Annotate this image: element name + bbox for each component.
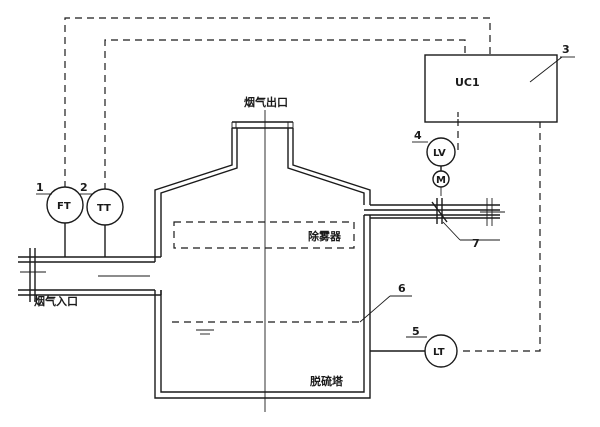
signal-line-ft (64, 17, 491, 188)
controller-box (424, 54, 558, 123)
demister-label: 除雾器 (308, 229, 342, 243)
controller-label: UC1 (455, 76, 480, 89)
inlet-duct (18, 240, 162, 302)
callout-2: 2 (80, 181, 88, 194)
signal-line-tt (104, 39, 466, 190)
valve-label: LV (433, 148, 446, 159)
flue-gas-outlet-label: 烟气出口 (244, 95, 288, 109)
valve-bubble (426, 137, 456, 167)
callout-1: 1 (36, 181, 44, 194)
level-transmitter-label: LT (433, 347, 445, 358)
demister-box (173, 221, 355, 249)
right-pipe (364, 186, 505, 226)
tower-label: 脱硫塔 (310, 374, 344, 388)
callout-7: 7 (472, 237, 480, 250)
temp-transmitter-bubble (86, 188, 124, 226)
motor-label: M (436, 175, 446, 186)
callout-5: 5 (412, 325, 420, 338)
tower-vessel (154, 110, 371, 412)
callout-6: 6 (398, 282, 406, 295)
signal-line-lt (463, 122, 541, 352)
callout-3-leader (529, 56, 563, 83)
callout-4: 4 (414, 129, 422, 142)
flue-gas-inlet-label: 烟气入口 (34, 294, 78, 308)
callout-3: 3 (562, 43, 570, 56)
flow-transmitter-label: FT (57, 201, 71, 212)
signal-lines (64, 17, 541, 352)
temp-transmitter-label: TT (97, 203, 111, 214)
flow-transmitter-bubble (46, 186, 84, 224)
level-transmitter-bubble (424, 334, 458, 368)
